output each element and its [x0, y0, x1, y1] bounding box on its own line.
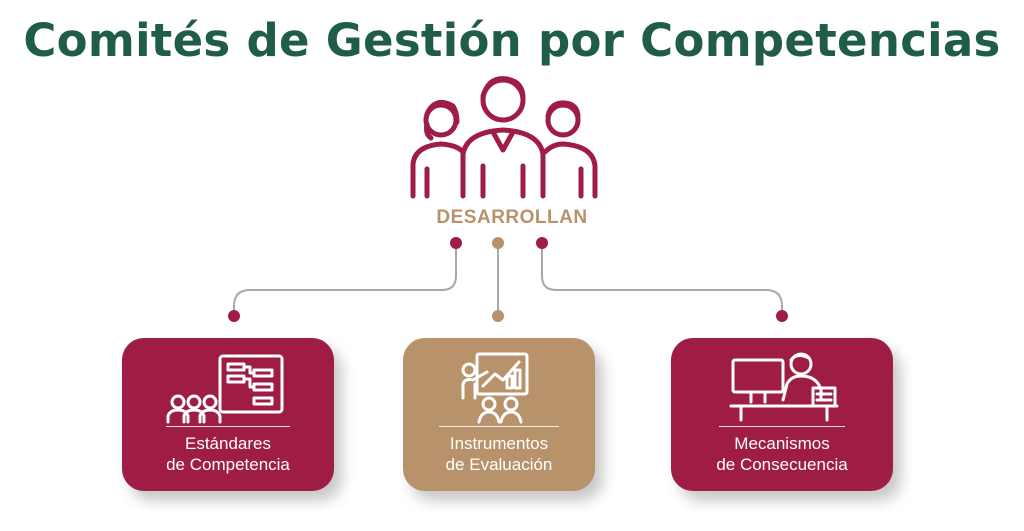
card-label-line2: de Competencia [166, 455, 290, 474]
presenter-chart-icon [461, 352, 529, 424]
card-label: Mecanismos de Consecuencia [671, 433, 893, 475]
card-label: Estándares de Competencia [122, 433, 334, 475]
group-of-three-people-icon [410, 76, 598, 199]
connector-dot [492, 310, 504, 322]
card-label-line1: Estándares [185, 434, 271, 453]
card-separator [719, 426, 845, 427]
team-flowchart-icon [166, 354, 284, 424]
connector-dot [776, 310, 788, 322]
connector-dot [450, 237, 462, 249]
connector-right [541, 243, 783, 316]
card-label-line1: Mecanismos [734, 434, 830, 453]
page-title: Comités de Gestión por Competencias [23, 14, 1001, 67]
person-at-desk-computer-icon [729, 352, 839, 422]
connector-left [233, 243, 457, 316]
card-instrumentos: Instrumentos de Evaluación [403, 338, 595, 491]
card-label-line2: de Evaluación [445, 455, 553, 474]
card-label-line2: de Consecuencia [716, 455, 848, 474]
card-label-line1: Instrumentos [449, 434, 549, 453]
connector-dot [492, 237, 504, 249]
connector-dot [228, 310, 240, 322]
card-mecanismos: Mecanismos de Consecuencia [671, 338, 893, 491]
card-separator [166, 426, 290, 427]
card-separator [439, 426, 559, 427]
connector-dot [536, 237, 548, 249]
center-label: DESARROLLAN [436, 207, 588, 228]
card-estandares: Estándares de Competencia [122, 338, 334, 491]
card-label: Instrumentos de Evaluación [403, 433, 595, 475]
